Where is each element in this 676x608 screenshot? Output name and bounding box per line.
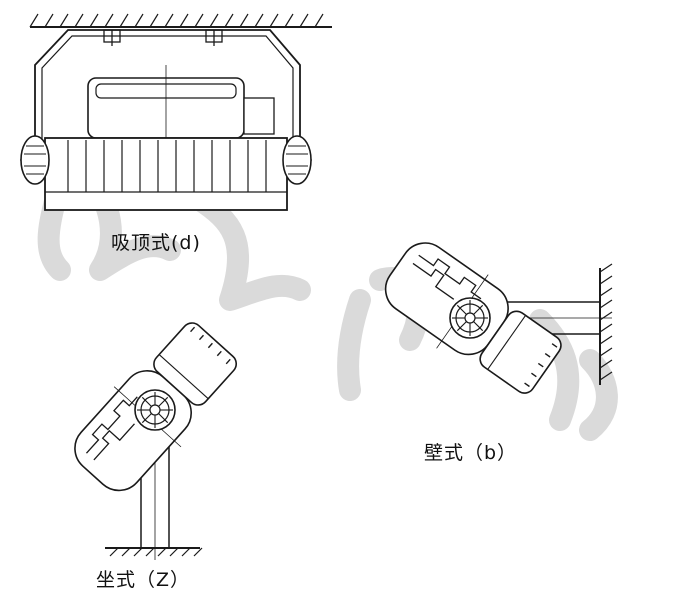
ceiling-hatch bbox=[29, 13, 324, 28]
ceiling-mount-label: 吸顶式(d) bbox=[111, 232, 201, 254]
ceiling-mount-drawing bbox=[20, 13, 332, 211]
seat-mount-label: 坐式（Z） bbox=[96, 569, 191, 591]
wall-mount-drawing bbox=[370, 227, 613, 408]
wall-mount-label: 壁式（b） bbox=[424, 442, 518, 464]
wall-hatch bbox=[599, 263, 613, 381]
floor-hatch bbox=[109, 547, 203, 557]
seat-mount-drawing bbox=[59, 310, 251, 560]
